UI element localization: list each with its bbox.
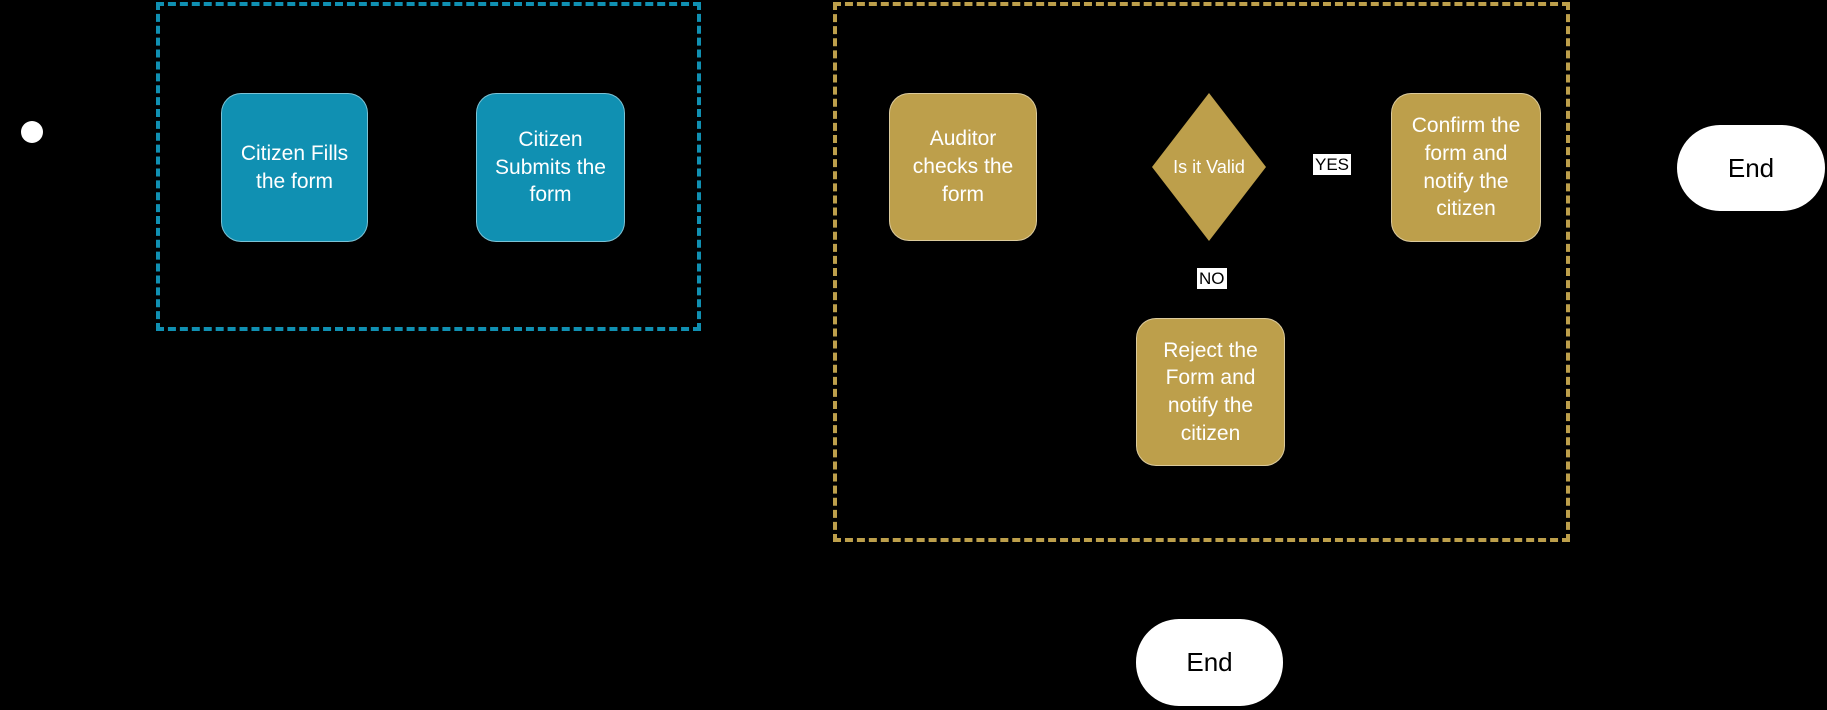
node-citizen-fills-form: Citizen Fills the form [221, 93, 368, 242]
auditor-lane-container [833, 2, 1570, 542]
edge-label-yes: YES [1313, 154, 1352, 175]
end-node-bottom: End [1136, 619, 1283, 706]
citizen-lane-container [156, 2, 701, 331]
decision-is-it-valid-label: Is it Valid [1173, 156, 1245, 177]
end-node-right-label: End [1727, 152, 1775, 183]
node-citizen-submits-form: Citizen Submits the form [476, 93, 625, 242]
node-auditor-checks-form-label: Auditor checks the form [912, 127, 1014, 206]
node-confirm-form-notify-citizen-label: Confirm the form and notify the citizen [1411, 114, 1521, 221]
node-confirm-form-notify-citizen: Confirm the form and notify the citizen [1391, 93, 1541, 242]
end-node-right: End [1677, 125, 1825, 211]
edge-label-no: NO [1197, 268, 1227, 289]
node-citizen-submits-form-label: Citizen Submits the form [495, 127, 606, 207]
node-reject-form-notify-citizen-label: Reject the Form and notify the citizen [1163, 338, 1258, 445]
node-reject-form-notify-citizen: Reject the Form and notify the citizen [1136, 318, 1285, 466]
start-node-circle [21, 121, 43, 143]
node-auditor-checks-form: Auditor checks the form [889, 93, 1037, 241]
end-node-bottom-label: End [1186, 647, 1233, 677]
node-citizen-fills-form-label: Citizen Fills the form [240, 141, 349, 193]
